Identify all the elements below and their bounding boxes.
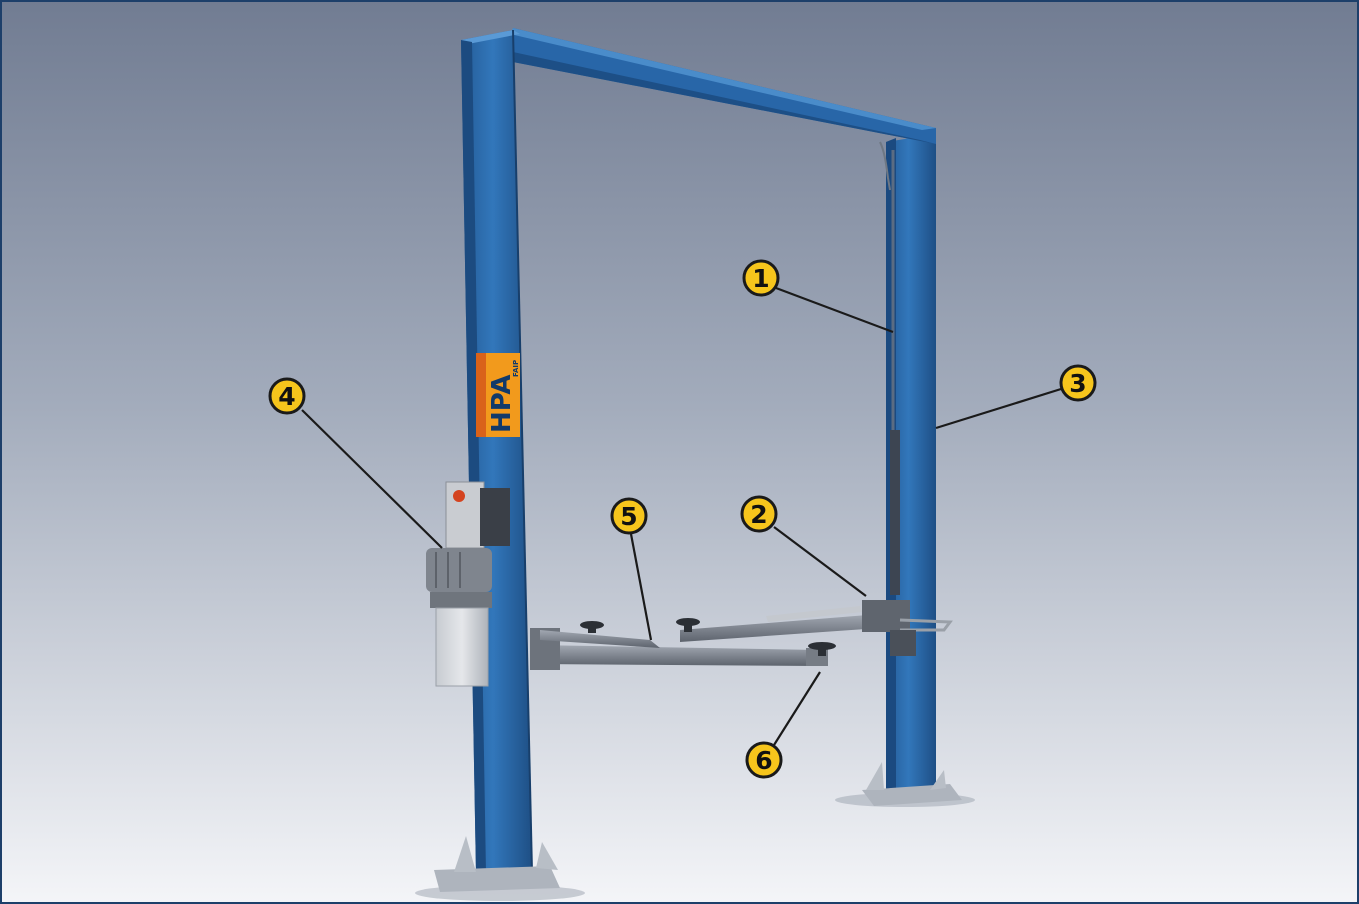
leader-line-2 (773, 526, 867, 597)
callout-label-1: 1 (752, 264, 769, 293)
logo-subtext: FAIP (512, 360, 520, 377)
power-unit (426, 481, 510, 687)
leader-line-5 (629, 533, 653, 641)
control-box (445, 481, 485, 549)
leader-line-1 (775, 286, 894, 334)
callout-6: 6 (745, 741, 783, 779)
callout-4: 4 (268, 377, 306, 415)
callout-5: 5 (610, 497, 648, 535)
rear-right-lift-arm (676, 600, 953, 656)
logo-text: HPA (487, 374, 517, 433)
callout-2: 2 (740, 495, 778, 533)
callout-label-5: 5 (620, 502, 637, 531)
oil-tank (435, 607, 489, 687)
callout-1: 1 (742, 259, 780, 297)
leader-line-4 (301, 409, 443, 549)
leader-lines (301, 286, 1062, 746)
callout-label-2: 2 (750, 500, 767, 529)
callout-3: 3 (1059, 364, 1097, 402)
top-crossbeam (510, 28, 936, 191)
rear-left-lift-arm (540, 621, 660, 648)
callout-label-4: 4 (278, 382, 295, 411)
hpa-logo: HPA FAIP (476, 353, 520, 437)
leader-line-6 (773, 671, 821, 746)
leader-line-3 (935, 387, 1062, 430)
callout-label-3: 3 (1069, 369, 1086, 398)
callout-label-6: 6 (755, 746, 772, 775)
